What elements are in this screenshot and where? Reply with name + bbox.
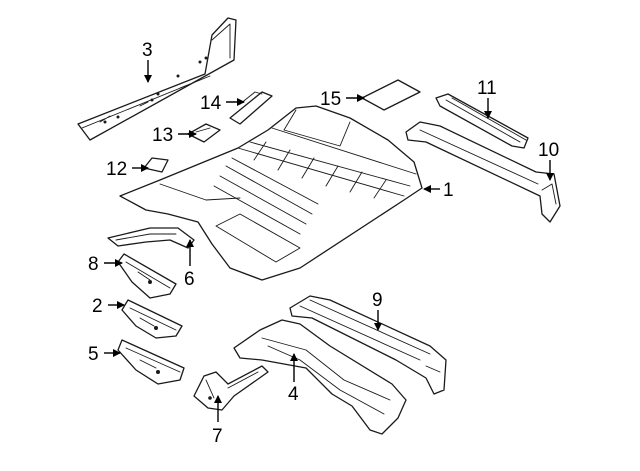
callout-3: 3 — [142, 40, 153, 61]
callout-12: 12 — [106, 159, 127, 180]
callout-14: 14 — [200, 93, 222, 114]
callout-2: 2 — [92, 296, 103, 317]
callout-10: 10 — [538, 140, 559, 161]
callout-11: 11 — [477, 78, 497, 99]
callout-5: 5 — [88, 344, 99, 365]
callout-15: 15 — [320, 89, 341, 110]
part-3-rocker-panel — [77, 17, 237, 141]
callout-13: 13 — [152, 125, 173, 146]
callout-1: 1 — [443, 180, 454, 201]
callout-9: 9 — [372, 290, 383, 311]
part-2-bracket — [121, 299, 183, 339]
part-9-side-rail — [289, 295, 447, 395]
part-4-center-rail — [233, 319, 407, 435]
callout-6: 6 — [184, 269, 195, 290]
part-10-rear-rail — [405, 121, 561, 223]
part-14-bracket — [229, 91, 273, 125]
part-8-bracket — [117, 253, 177, 299]
part-7-gusset — [193, 365, 269, 411]
part-15-pad — [361, 79, 421, 111]
callout-8: 8 — [88, 254, 99, 275]
part-1-floor-pan — [119, 105, 423, 281]
part-12-plate — [143, 157, 169, 173]
part-5-bracket — [117, 339, 185, 385]
callout-7: 7 — [212, 426, 223, 447]
part-11-crossmember — [435, 93, 529, 149]
callout-4: 4 — [288, 384, 299, 405]
part-13-bracket — [187, 123, 221, 143]
part-6-support — [107, 227, 195, 249]
